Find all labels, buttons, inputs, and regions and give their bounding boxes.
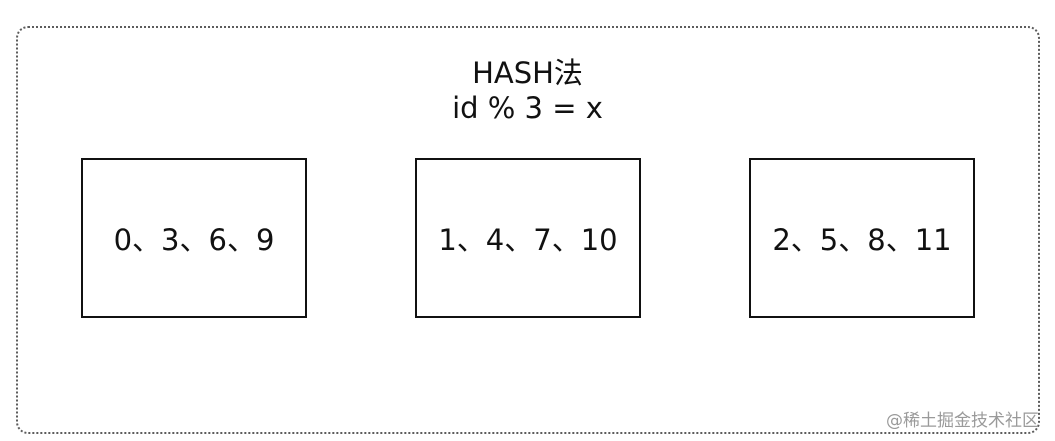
title-method: HASH法 [472,56,583,90]
partition-box-1: 1、4、7、10 [415,158,641,318]
partition-box-0: 0、3、6、9 [81,158,307,318]
partition-label-0: 0、3、6、9 [113,223,275,257]
partition-label-1: 1、4、7、10 [438,223,618,257]
partition-box-2: 2、5、8、11 [749,158,975,318]
watermark: @稀土掘金技术社区 [886,411,1039,431]
diagram-title: HASH法 id % 3 = x [0,56,1055,126]
title-formula: id % 3 = x [452,91,603,125]
partition-label-2: 2、5、8、11 [772,223,952,257]
hash-container-frame [16,26,1040,434]
